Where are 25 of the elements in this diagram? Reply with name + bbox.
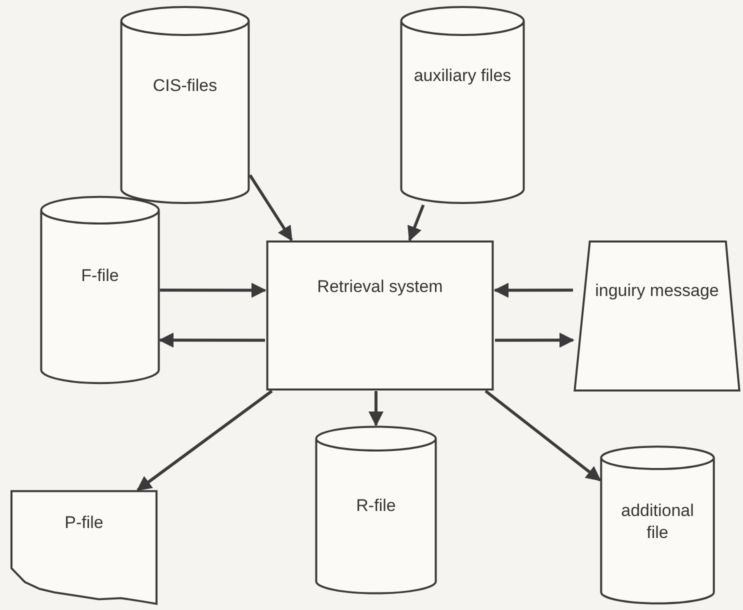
document-shape — [10, 490, 158, 605]
node-label: CIS-files — [152, 75, 218, 97]
node-label: R-file — [355, 495, 397, 517]
file-cylinder — [600, 445, 715, 605]
arrow — [494, 282, 573, 298]
arrow — [158, 332, 265, 348]
arrow — [160, 282, 266, 298]
file-cylinder — [400, 5, 525, 205]
node-label: Retrieval system — [316, 276, 444, 298]
arrow — [136, 390, 273, 492]
input-trapezoid — [573, 240, 741, 392]
node-label: P-file — [64, 512, 104, 534]
process-box — [265, 240, 495, 391]
file-cylinder — [315, 425, 437, 595]
arrow — [408, 204, 425, 242]
arrow — [495, 332, 574, 348]
file-cylinder — [120, 5, 250, 205]
file-cylinder — [40, 195, 160, 385]
node-label: F-file — [80, 265, 120, 287]
arrow — [248, 174, 293, 242]
arrow — [484, 390, 602, 482]
arrow — [368, 391, 384, 426]
node-label: inguiry message — [594, 280, 720, 302]
node-label: auxiliary files — [412, 65, 512, 87]
node-label: additional file — [620, 500, 695, 544]
